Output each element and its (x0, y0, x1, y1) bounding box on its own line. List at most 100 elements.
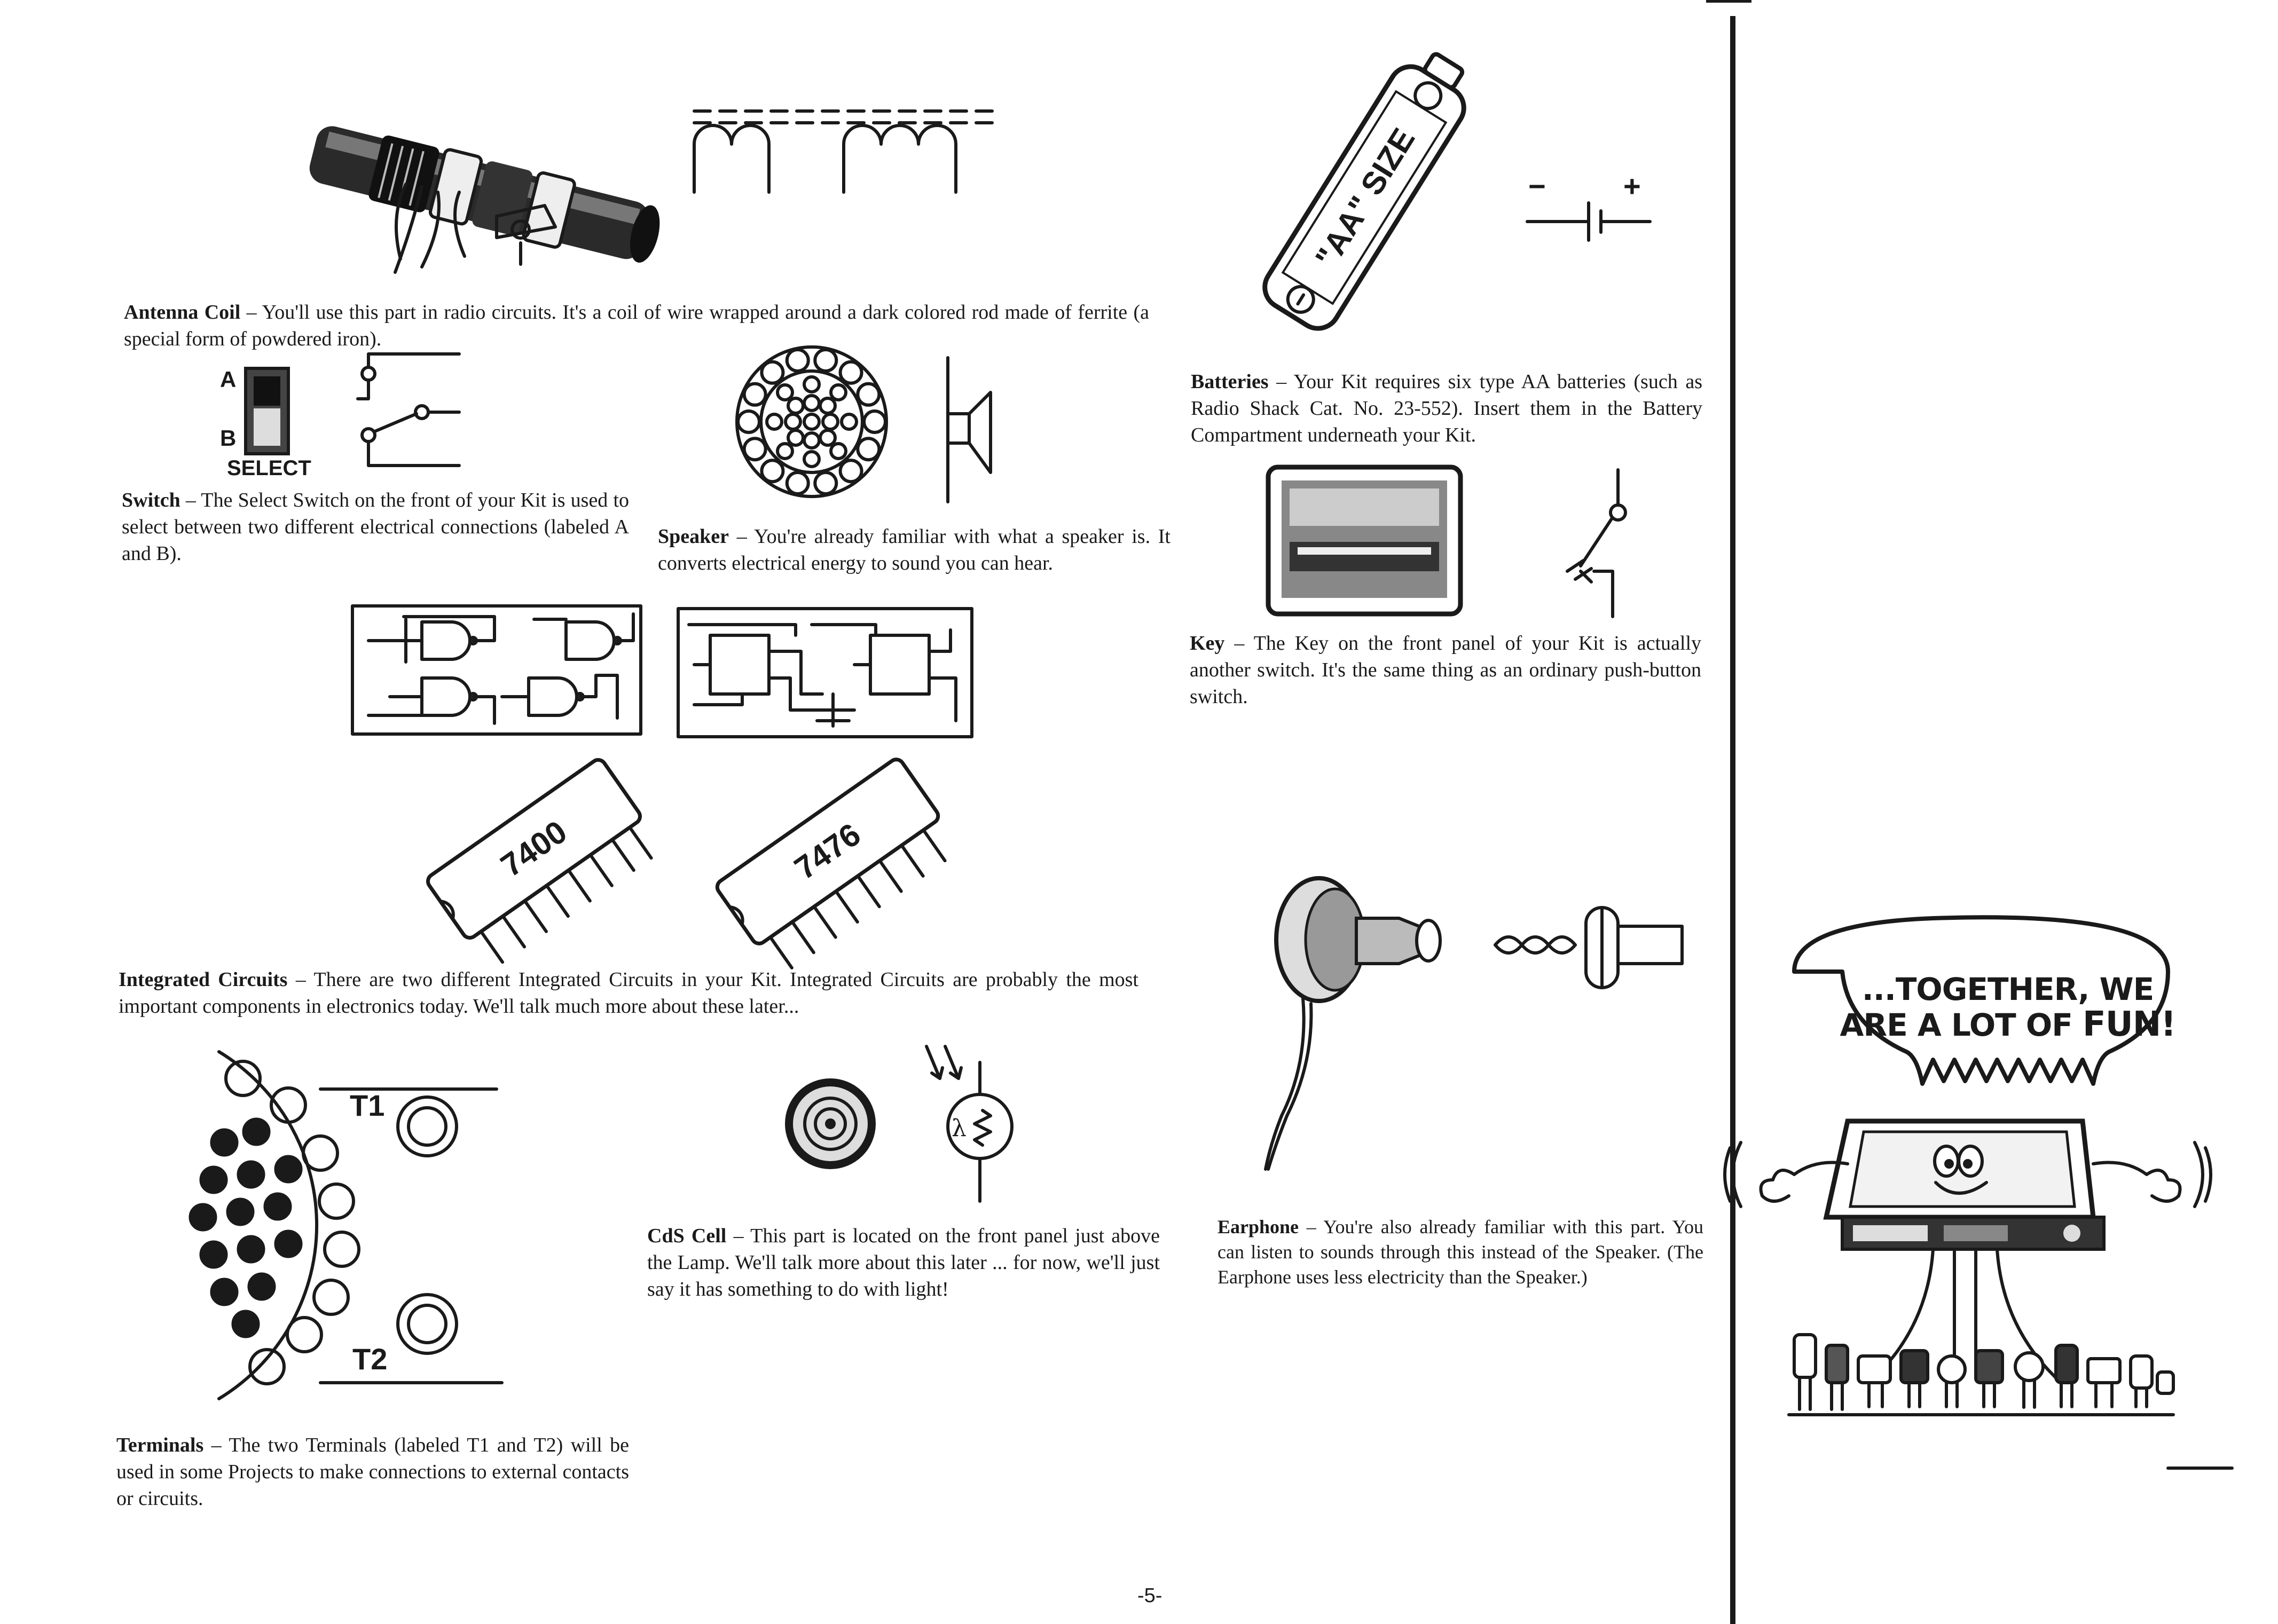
speaker-rim-hole (760, 459, 785, 484)
earphone-body: – You're also already familiar with this… (1217, 1216, 1703, 1288)
speaker-text: Speaker – You're already familiar with w… (658, 523, 1171, 577)
terminal-panel-dot (231, 1310, 260, 1338)
terminal-panel-hole (302, 1134, 339, 1172)
battery-plus-symbol: + (1623, 169, 1641, 203)
batteries-body: – Your Kit requires six type AA batterie… (1191, 370, 1702, 446)
switch-text: Switch – The Select Switch on the front … (122, 487, 629, 567)
speaker-grille-hole (829, 442, 847, 460)
speaker-rim-hole (838, 360, 863, 385)
antenna-coil-title: Antenna Coil (124, 301, 241, 324)
speaker-rim-hole (785, 471, 810, 496)
key-title: Key (1190, 632, 1225, 655)
speaker-rim-hole (736, 409, 761, 434)
switch-label-a: A (220, 367, 236, 392)
terminals-body: – The two Terminals (labeled T1 and T2) … (116, 1434, 629, 1510)
key-body: – The Key on the front panel of your Kit… (1190, 632, 1701, 708)
speaker-grille-hole (819, 429, 837, 447)
speaker-rim-hole (813, 348, 838, 373)
terminal-panel-dot (188, 1203, 217, 1232)
speech-line-2: ARE A LOT OF FUN! (1821, 1007, 2195, 1043)
speaker-grille-hole (787, 397, 805, 415)
switch-body: – The Select Switch on the front of your… (122, 489, 629, 565)
switch-title: Switch (122, 489, 180, 511)
terminal-panel-dot (263, 1192, 292, 1221)
cds-text: CdS Cell – This part is located on the f… (647, 1223, 1160, 1303)
speech-line-1: ...TOGETHER, WE (1861, 971, 2154, 1007)
page-number: -5- (1137, 1584, 1162, 1607)
terminal-panel-dot (237, 1235, 265, 1264)
terminal-t1-label: T1 (350, 1089, 384, 1122)
speaker-rim-hole (856, 437, 881, 462)
page-divider-tick (1706, 0, 1751, 3)
terminal-panel-hole (318, 1182, 355, 1220)
speaker-rim-hole (856, 382, 881, 407)
batteries-text: Batteries – Your Kit requires six type A… (1191, 368, 1702, 448)
speaker-rim-hole (785, 348, 810, 373)
speaker-grille-hole (776, 383, 794, 401)
terminal-panel-dot (247, 1272, 276, 1301)
speaker-grille-hole (776, 442, 794, 460)
ic-text: Integrated Circuits – There are two diff… (119, 966, 1138, 1020)
switch-label-select: SELECT (227, 456, 311, 480)
terminal-panel-dot (210, 1128, 239, 1157)
earphone-text: Earphone – You're also already familiar … (1217, 1215, 1703, 1290)
terminal-panel-hole (224, 1060, 262, 1097)
speaker-rim-hole (813, 471, 838, 496)
speaker-grille-hole (765, 413, 783, 431)
speaker-title: Speaker (658, 525, 729, 548)
speaker-rim-hole (838, 459, 863, 484)
antenna-coil-text: Antenna Coil – You'll use this part in r… (124, 299, 1149, 352)
speaker-grille-hole (803, 375, 821, 393)
speaker-body: – You're already familiar with what a sp… (658, 525, 1171, 574)
cds-title: CdS Cell (647, 1225, 727, 1247)
terminal-panel-hole (248, 1348, 286, 1385)
terminal-panel-dot (274, 1155, 303, 1184)
key-text: Key – The Key on the front panel of your… (1190, 630, 1701, 710)
earphone-title: Earphone (1217, 1216, 1299, 1237)
terminal-t2-label: T2 (352, 1342, 387, 1376)
terminal-panel-hole (312, 1279, 350, 1316)
speech-line-2a: ARE A LOT OF (1840, 1007, 2083, 1043)
speaker-grille-hole (840, 413, 858, 431)
speaker-rim-hole (862, 409, 887, 434)
terminal-panel-dot (226, 1197, 255, 1226)
terminal-panel-hole (323, 1231, 360, 1268)
terminals-text: Terminals – The two Terminals (labeled T… (116, 1432, 629, 1512)
speech-line-2b: FUN! (2083, 1005, 2176, 1044)
terminal-panel-dot (199, 1240, 228, 1269)
speaker-rim-hole (742, 437, 767, 462)
terminal-panel-hole (270, 1086, 307, 1124)
antenna-coil-body: – You'll use this part in radio circuits… (124, 301, 1150, 350)
batteries-title: Batteries (1191, 370, 1269, 393)
speaker-rim-hole (742, 382, 767, 407)
terminal-panel-dot (199, 1165, 228, 1194)
cds-lambda-symbol: λ (952, 1115, 967, 1142)
switch-label-b: B (220, 425, 236, 451)
ic-body: – There are two different Integrated Cir… (119, 968, 1138, 1018)
battery-minus-symbol: − (1528, 169, 1546, 203)
ic-title: Integrated Circuits (119, 968, 288, 991)
speaker-grille-hole (829, 383, 847, 401)
terminal-panel-dot (242, 1117, 271, 1146)
speech-bubble-text: ...TOGETHER, WE ARE A LOT OF FUN! (1821, 972, 2195, 1043)
terminal-panel-dot (210, 1278, 239, 1306)
terminal-panel-dot (237, 1160, 265, 1189)
terminals-title: Terminals (116, 1434, 204, 1456)
cds-body: – This part is located on the front pane… (647, 1225, 1160, 1300)
speaker-rim-hole (760, 360, 785, 385)
page-divider (1730, 16, 1735, 1624)
terminal-panel-dot (274, 1229, 303, 1258)
speaker-grille-hole (803, 413, 821, 431)
speaker-grille-hole (787, 429, 805, 447)
speaker-grille-hole (803, 450, 821, 468)
